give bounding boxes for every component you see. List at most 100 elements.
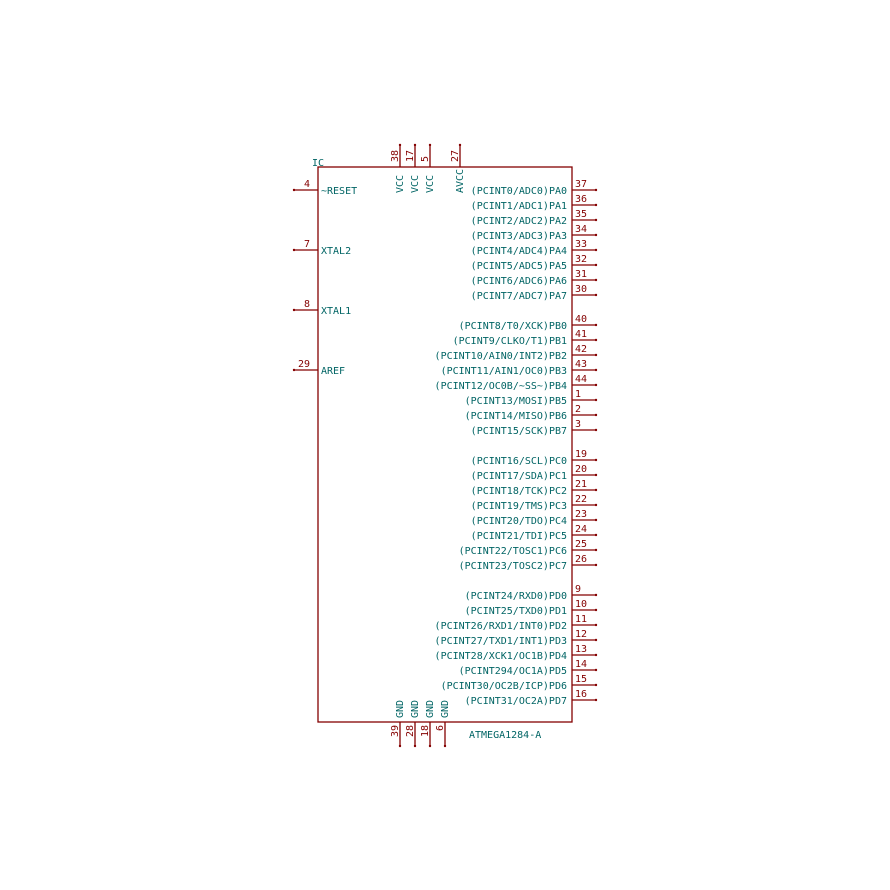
pin-name: (PCINT294/OC1A)PD5	[459, 666, 567, 677]
pin-name: (PCINT0/ADC0)PA0	[471, 186, 567, 197]
pin-name: (PCINT12/OC0B/~SS~)PB4	[435, 381, 567, 392]
pin-endpoint	[594, 518, 598, 522]
pin-name: (PCINT21/TDI)PC5	[471, 531, 567, 542]
pin-name: GND	[395, 700, 406, 718]
pin-number: 1	[575, 389, 581, 400]
pin-number: 30	[575, 284, 587, 295]
pin-number: 8	[304, 299, 310, 310]
pin-name: (PCINT27/TXD1/INT1)PD3	[435, 636, 567, 647]
reference-label: IC	[312, 158, 324, 169]
pin-name: (PCINT13/MOSI)PB5	[465, 396, 567, 407]
pin-endpoint	[594, 203, 598, 207]
pin-number: 26	[575, 554, 587, 565]
pin-endpoint	[594, 263, 598, 267]
pin-number: 2	[575, 404, 581, 415]
pin-endpoint	[398, 744, 402, 748]
pin-name: (PCINT16/SCL)PC0	[471, 456, 567, 467]
pin-number: 29	[298, 359, 310, 370]
pin-endpoint	[594, 398, 598, 402]
pin-endpoint	[594, 563, 598, 567]
pin-name: (PCINT11/AIN1/OC0)PB3	[441, 366, 567, 377]
pin-number: 25	[575, 539, 587, 550]
pin-number: 10	[575, 599, 587, 610]
pin-name: (PCINT25/TXD0)PD1	[465, 606, 567, 617]
pin-endpoint	[594, 383, 598, 387]
pin-endpoint	[594, 188, 598, 192]
pin-name: (PCINT17/SDA)PC1	[471, 471, 567, 482]
pin-name: GND	[440, 700, 451, 718]
pin-name: (PCINT3/ADC3)PA3	[471, 231, 567, 242]
pin-endpoint	[292, 188, 296, 192]
pin-number: 41	[575, 329, 587, 340]
pin-name: (PCINT8/T0/XCK)PB0	[459, 321, 567, 332]
pin-number: 21	[575, 479, 587, 490]
pin-name: GND	[425, 700, 436, 718]
pin-endpoint	[594, 323, 598, 327]
pin-endpoint	[594, 683, 598, 687]
pin-endpoint	[594, 548, 598, 552]
pin-number: 11	[575, 614, 587, 625]
pin-endpoint	[594, 593, 598, 597]
pin-name: XTAL1	[321, 306, 351, 317]
pin-name: (PCINT4/ADC4)PA4	[471, 246, 567, 257]
pin-number: 15	[575, 674, 587, 685]
pin-name: (PCINT24/RXD0)PD0	[465, 591, 567, 602]
pin-number: 33	[575, 239, 587, 250]
pin-number: 4	[304, 179, 310, 190]
pin-number: 20	[575, 464, 587, 475]
pin-endpoint	[458, 143, 462, 147]
pin-number: 32	[575, 254, 587, 265]
pin-name: (PCINT9/CLKO/T1)PB1	[453, 336, 567, 347]
pin-number: 12	[575, 629, 587, 640]
pin-endpoint	[594, 668, 598, 672]
pin-number: 44	[575, 374, 587, 385]
pin-name: (PCINT30/OC2B/ICP)PD6	[441, 681, 567, 692]
pin-endpoint	[594, 623, 598, 627]
pin-name: (PCINT10/AIN0/INT2)PB2	[435, 351, 567, 362]
pin-endpoint	[594, 533, 598, 537]
pin-number: 31	[575, 269, 587, 280]
pin-name: (PCINT23/TOSC2)PC7	[459, 561, 567, 572]
pin-name: XTAL2	[321, 246, 351, 257]
pin-endpoint	[594, 293, 598, 297]
pin-endpoint	[413, 143, 417, 147]
pin-endpoint	[594, 458, 598, 462]
pin-endpoint	[594, 218, 598, 222]
pin-number: 19	[575, 449, 587, 460]
pin-endpoint	[428, 143, 432, 147]
pin-name: VCC	[425, 175, 436, 193]
pin-number: 43	[575, 359, 587, 370]
pin-number: 18	[420, 725, 431, 737]
pin-name: VCC	[395, 175, 406, 193]
pin-name: (PCINT5/ADC5)PA5	[471, 261, 567, 272]
pin-number: 34	[575, 224, 587, 235]
pin-endpoint	[428, 744, 432, 748]
pin-number: 37	[575, 179, 587, 190]
pin-endpoint	[594, 698, 598, 702]
pin-name: VCC	[410, 175, 421, 193]
pin-name: (PCINT15/SCK)PB7	[471, 426, 567, 437]
pin-name: (PCINT14/MISO)PB6	[465, 411, 567, 422]
pin-name: (PCINT26/RXD1/INT0)PD2	[435, 621, 567, 632]
pin-name: (PCINT22/TOSC1)PC6	[459, 546, 567, 557]
pin-name: (PCINT28/XCK1/OC1B)PD4	[435, 651, 567, 662]
pin-name: ~RESET	[321, 186, 357, 197]
pin-number: 24	[575, 524, 587, 535]
pin-endpoint	[594, 653, 598, 657]
pin-number: 5	[420, 156, 431, 162]
pin-name: GND	[410, 700, 421, 718]
pin-number: 40	[575, 314, 587, 325]
pin-name: (PCINT20/TDO)PC4	[471, 516, 567, 527]
pin-number: 36	[575, 194, 587, 205]
pin-number: 6	[435, 725, 446, 731]
pin-number: 14	[575, 659, 587, 670]
pin-endpoint	[443, 744, 447, 748]
pin-endpoint	[594, 353, 598, 357]
pin-number: 35	[575, 209, 587, 220]
pin-endpoint	[398, 143, 402, 147]
pin-number: 27	[450, 150, 461, 162]
pin-number: 13	[575, 644, 587, 655]
pin-number: 28	[405, 725, 416, 737]
pin-name: AREF	[321, 366, 345, 377]
